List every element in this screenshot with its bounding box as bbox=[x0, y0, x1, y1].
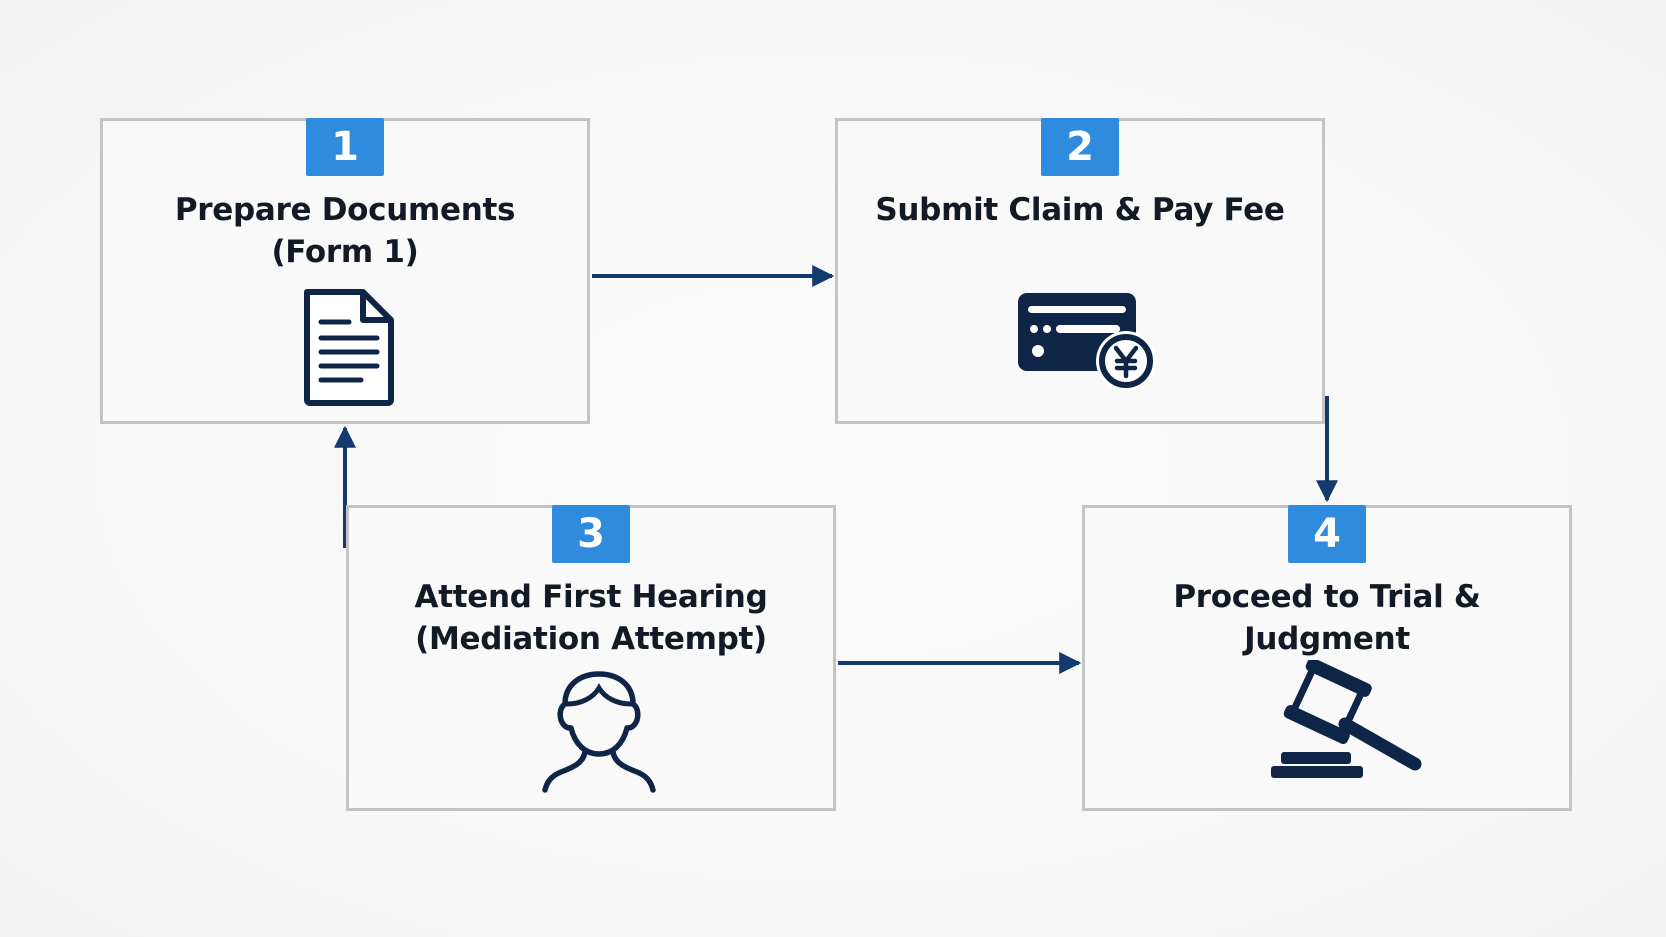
document-icon bbox=[304, 289, 394, 406]
step-4-box: 4 Proceed to Trial & Judgment bbox=[1082, 505, 1572, 811]
person-icon bbox=[542, 671, 656, 793]
gavel-icon bbox=[1271, 660, 1422, 778]
step-number-badge: 3 bbox=[552, 505, 630, 563]
step-number-badge: 4 bbox=[1288, 505, 1366, 563]
step-2-box: 2 Submit Claim & Pay Fee bbox=[835, 118, 1325, 424]
step-title: Submit Claim & Pay Fee bbox=[875, 192, 1285, 228]
step-title: Prepare Documents (Form 1) bbox=[174, 192, 516, 270]
step-number-badge: 2 bbox=[1041, 118, 1119, 176]
step-number-badge: 1 bbox=[306, 118, 384, 176]
step-title: Proceed to Trial & Judgment bbox=[1173, 579, 1481, 657]
step-3-box: 3 Attend First Hearing (Mediation Attemp… bbox=[346, 505, 836, 811]
step-1-box: 1 Prepare Documents (Form 1) bbox=[100, 118, 590, 424]
credit-card-yen-icon bbox=[1018, 293, 1156, 391]
step-title: Attend First Hearing (Mediation Attempt) bbox=[414, 579, 768, 657]
